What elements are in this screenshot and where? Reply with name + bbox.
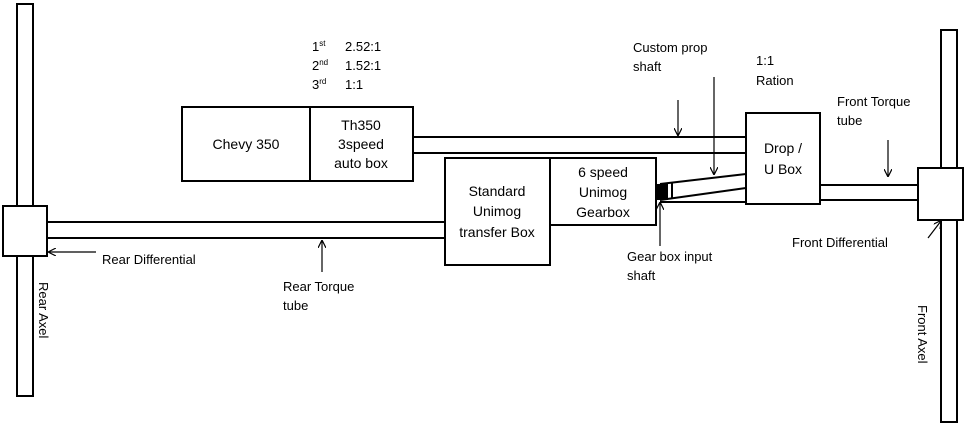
gear-3-ratio: 1:1 xyxy=(345,77,363,92)
input-shaft-coupling xyxy=(656,184,668,200)
drop-ratio-label-2: Ration xyxy=(756,73,794,88)
rear-torque-label-2: tube xyxy=(283,298,308,313)
input-shaft-label-2: shaft xyxy=(627,268,656,283)
gearbox-box xyxy=(549,157,657,226)
gear-ratio-row-1: 1st 2.52:1 xyxy=(312,39,381,54)
drop-label-2: U Box xyxy=(764,161,802,177)
rear-diff-label: Rear Differential xyxy=(102,252,196,267)
input-shaft-label-1: Gear box input xyxy=(627,249,713,264)
front-torque-label-2: tube xyxy=(837,113,862,128)
front-torque-label-1: Front Torque xyxy=(837,94,910,109)
transmission-label-1: Th350 xyxy=(341,117,381,133)
transmission-label-3: auto box xyxy=(334,155,388,171)
gear-3-number: 3rd xyxy=(312,77,326,92)
gear-ratio-row-3: 3rd 1:1 xyxy=(312,77,363,92)
rear-axle-label: Rear Axel xyxy=(36,282,51,338)
custom-prop-label-2: shaft xyxy=(633,59,662,74)
input-shaft-top xyxy=(659,173,747,185)
drop-box xyxy=(745,112,821,205)
transmission-box xyxy=(309,106,414,182)
front-axle-label: Front Axel xyxy=(915,305,930,364)
rear-axle xyxy=(16,3,34,397)
input-shaft-bottom xyxy=(659,187,747,201)
drop-label-1: Drop / xyxy=(764,140,802,156)
rear-differential xyxy=(2,205,48,257)
transfer-label-2: Unimog xyxy=(473,203,521,219)
front-differential xyxy=(917,167,964,221)
transfer-label-1: Standard xyxy=(469,183,526,199)
gear-2-number: 2nd xyxy=(312,58,328,73)
front-diff-arrow xyxy=(927,221,941,239)
gearbox-label-3: Gearbox xyxy=(576,204,630,220)
gear-1-number: 1st xyxy=(312,39,326,54)
gearbox-label-2: Unimog xyxy=(579,184,627,200)
custom-prop-label-1: Custom prop xyxy=(633,40,707,55)
transfer-label-3: transfer Box xyxy=(459,224,534,240)
gear-2-ratio: 1.52:1 xyxy=(345,58,381,73)
transmission-label-2: 3speed xyxy=(338,136,384,152)
front-diff-label: Front Differential xyxy=(792,235,888,250)
drop-ratio-label-1: 1:1 xyxy=(756,53,774,68)
engine-label: Chevy 350 xyxy=(213,136,280,152)
gearbox-label-1: 6 speed xyxy=(578,164,628,180)
transfer-box xyxy=(444,157,551,266)
front-axle xyxy=(940,29,958,423)
rear-torque-label-1: Rear Torque xyxy=(283,279,354,294)
gear-ratio-row-2: 2nd 1.52:1 xyxy=(312,58,381,73)
gear-1-ratio: 2.52:1 xyxy=(345,39,381,54)
